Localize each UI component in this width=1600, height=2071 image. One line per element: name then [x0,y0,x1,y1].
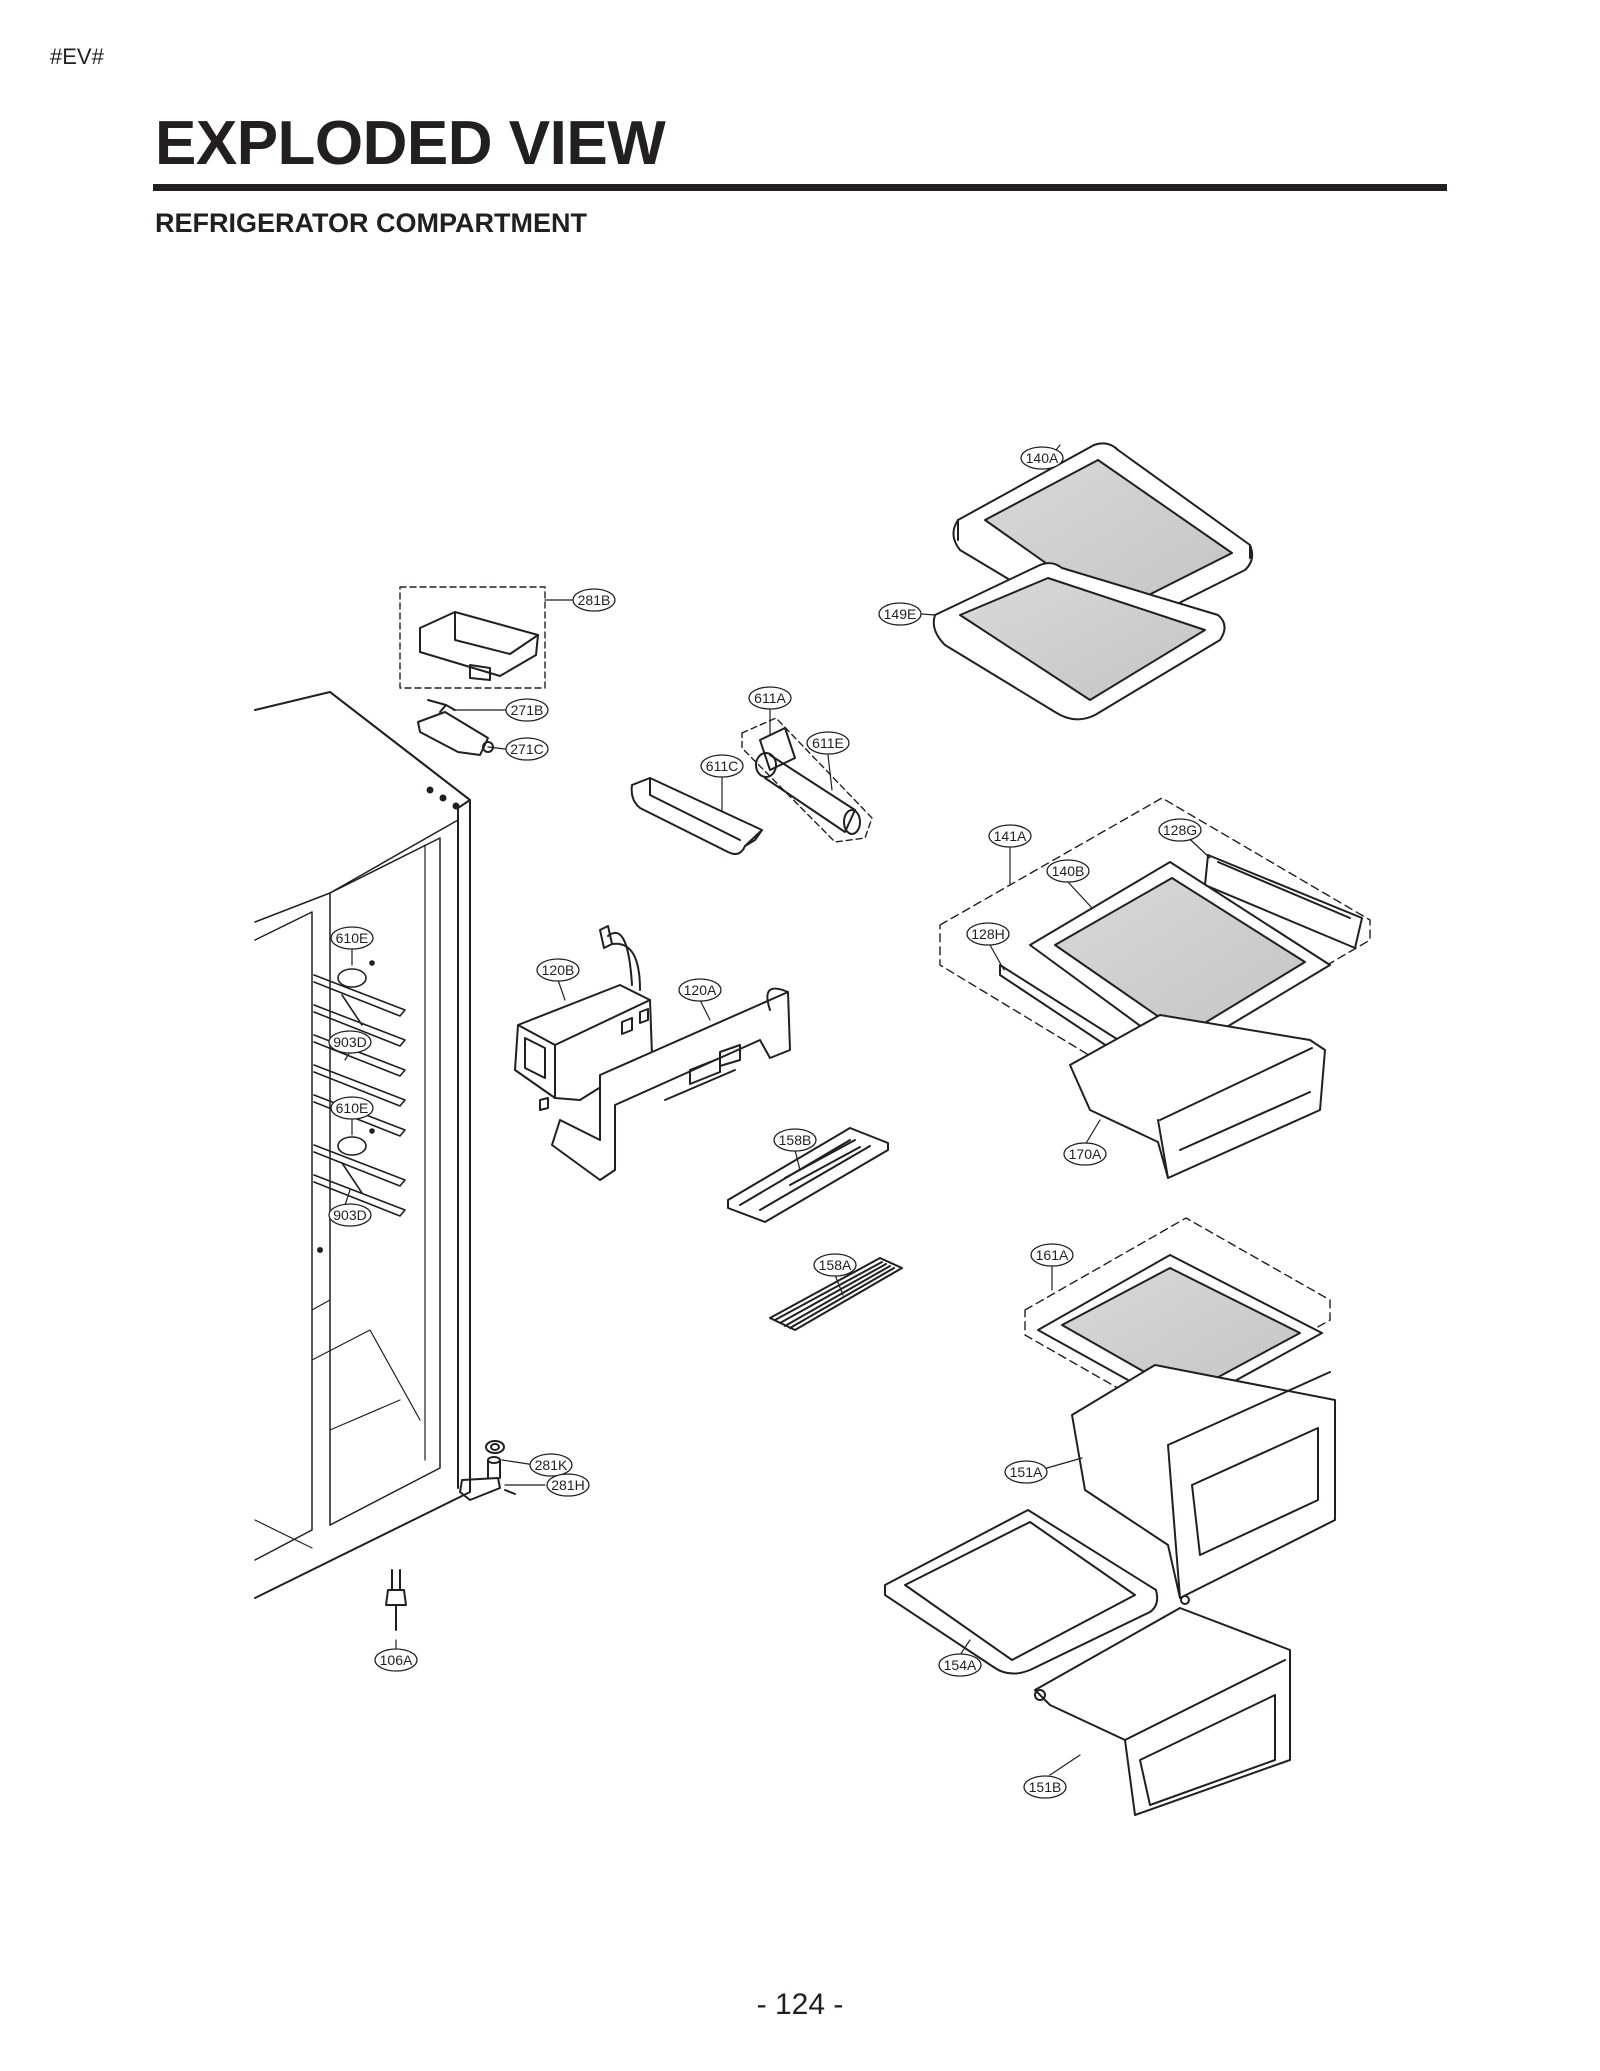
callout-151b: 151B [1023,1775,1067,1799]
svg-text:281H: 281H [551,1477,584,1493]
crisper-drawer-151b [1034,1607,1291,1816]
glass-shelf-149e [932,562,1226,721]
svg-text:149E: 149E [884,606,917,622]
filter-head-cover [630,777,763,855]
svg-text:128H: 128H [971,926,1004,942]
svg-text:271B: 271B [511,702,544,718]
callout-128h: 128H [966,922,1010,946]
auger-motor-bracket [551,987,791,1181]
callout-141a: 141A [988,824,1032,848]
callout-170a: 170A [1063,1142,1107,1166]
svg-text:151B: 151B [1029,1779,1062,1795]
shelf-tray [727,1127,889,1223]
callout-154a: 154A [938,1653,982,1677]
vent-grille [769,1257,903,1331]
callout-281h: 281H [546,1473,590,1497]
callout-140b: 140B [1046,859,1090,883]
control-cover-assembly [399,586,546,756]
svg-text:140A: 140A [1026,450,1059,466]
callout-128g: 128G [1158,818,1202,842]
svg-text:161A: 161A [1036,1247,1069,1263]
svg-text:120B: 120B [542,962,575,978]
page-title: EXPLODED VIEW [155,109,666,178]
svg-text:611C: 611C [706,758,738,774]
callout-151a: 151A [1004,1460,1048,1484]
callout-281k: 281K [529,1453,573,1477]
leveling-leg [385,1569,407,1631]
deli-drawer [1069,1014,1326,1179]
svg-text:903D: 903D [333,1034,366,1050]
svg-text:154A: 154A [944,1657,977,1673]
svg-text:158A: 158A [819,1257,852,1273]
callout-611e: 611E [806,731,850,755]
svg-text:610E: 610E [336,1100,369,1116]
svg-text:158B: 158B [779,1132,812,1148]
svg-text:611A: 611A [754,690,786,706]
svg-text:120A: 120A [684,982,717,998]
svg-text:903D: 903D [333,1207,366,1223]
document-tag: #EV# [50,44,104,69]
callout-158a: 158A [813,1253,857,1277]
callout-611a: 611A [748,686,792,710]
callout-903d-upper: 903D [328,1030,372,1054]
lower-hinge [459,1440,516,1501]
water-filter-assembly [741,717,873,843]
svg-text:611E: 611E [812,735,844,751]
callout-149e: 149E [878,602,922,626]
section-subtitle: REFRIGERATOR COMPARTMENT [155,208,587,238]
callout-271c: 271C [505,737,549,761]
page-number: - 124 - [756,1988,844,2021]
svg-text:151A: 151A [1010,1464,1043,1480]
shelf-support-rails [313,960,406,1217]
svg-text:128G: 128G [1163,822,1197,838]
callout-610e-upper: 610E [330,926,374,950]
callout-271b: 271B [505,698,549,722]
callout-120b: 120B [536,958,580,982]
svg-text:281B: 281B [578,592,611,608]
callout-158b: 158B [773,1128,817,1152]
callout-611c: 611C [700,754,744,778]
callout-903d-lower: 903D [328,1203,372,1227]
crisper-cover-assembly [1024,1217,1331,1416]
callout-120a: 120A [678,978,722,1002]
callout-161a: 161A [1030,1243,1074,1267]
svg-text:281K: 281K [535,1457,568,1473]
svg-text:106A: 106A [380,1652,413,1668]
title-rule [153,184,1447,191]
svg-text:140B: 140B [1052,863,1085,879]
svg-text:170A: 170A [1069,1146,1102,1162]
refrigerator-cabinet [254,691,471,1599]
svg-text:271C: 271C [510,741,543,757]
callout-610e-lower: 610E [330,1096,374,1120]
callout-281b: 281B [572,588,616,612]
svg-text:610E: 610E [336,930,369,946]
crisper-cover-154a [884,1509,1190,1675]
crisper-drawer-151a [1071,1364,1336,1599]
leader-lines [344,444,1211,1776]
callout-106a: 106A [374,1648,418,1672]
callout-140a: 140A [1020,446,1064,470]
svg-text:141A: 141A [994,828,1027,844]
